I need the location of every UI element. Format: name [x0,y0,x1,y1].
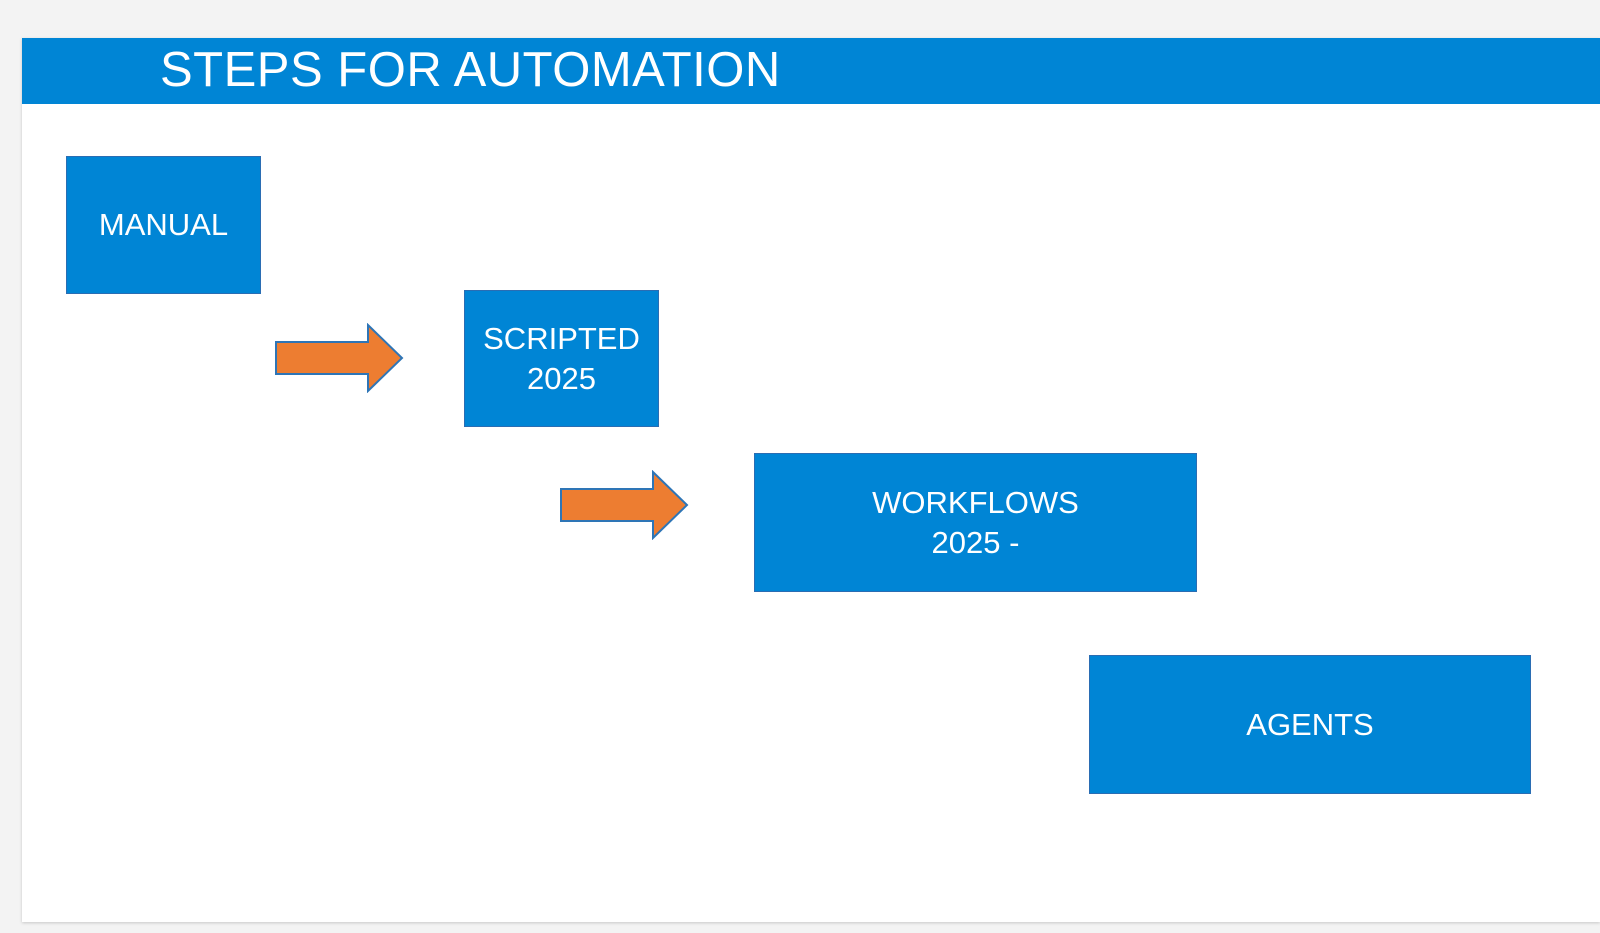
step-box-manual: MANUAL [66,156,261,294]
step-label: AGENTS [1246,706,1374,742]
slide: STEPS FOR AUTOMATION MANUAL SCRIPTED 202… [22,38,1600,922]
step-label: MANUAL [98,207,229,242]
title-bar: STEPS FOR AUTOMATION [22,38,1600,104]
step-box-scripted: SCRIPTED 2025 [464,290,659,427]
step-box-workflows: WORKFLOWS 2025 - [754,453,1197,592]
step-year: 2025 - [931,524,1020,560]
step-year: 2025 [527,360,596,396]
step-box-agents: AGENTS [1089,655,1531,794]
step-label: WORKFLOWS [872,484,1079,520]
slide-title: STEPS FOR AUTOMATION [160,43,781,97]
step-label: SCRIPTED [483,320,640,356]
right-arrow-icon [275,323,404,393]
right-arrow-icon [560,470,689,540]
